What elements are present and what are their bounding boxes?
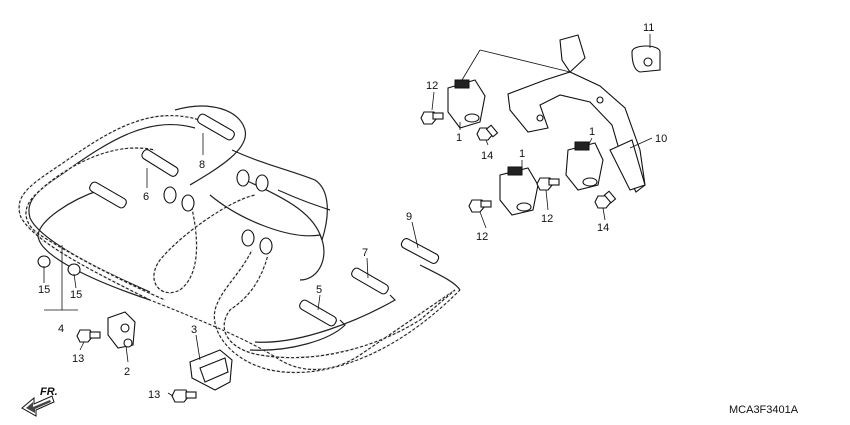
leader-lines bbox=[43, 34, 653, 397]
callout-13-a: 13 bbox=[72, 353, 84, 365]
ignition-coil-1-c bbox=[565, 141, 604, 191]
clamp-11 bbox=[631, 45, 661, 73]
bolt-12-c bbox=[536, 177, 560, 191]
bolt-12-b bbox=[468, 199, 492, 213]
callout-4: 4 bbox=[58, 323, 64, 335]
callout-2: 2 bbox=[124, 366, 130, 378]
callout-8: 8 bbox=[199, 159, 205, 171]
callout-5: 5 bbox=[316, 284, 322, 296]
callout-3: 3 bbox=[191, 324, 197, 336]
callout-14-b: 14 bbox=[597, 222, 609, 234]
diagram-code: MCA3F3401A bbox=[729, 404, 799, 416]
callout-15-a: 15 bbox=[38, 284, 50, 296]
bolt-12-a bbox=[420, 111, 444, 125]
ignition-coil-1-b bbox=[499, 166, 539, 216]
callout-15-b: 15 bbox=[70, 289, 82, 301]
bolt-13-a bbox=[76, 329, 101, 343]
coil-boots bbox=[163, 169, 273, 255]
bolt-14-a bbox=[476, 124, 499, 141]
callout-1-b: 1 bbox=[519, 148, 525, 160]
callout-1-a: 1 bbox=[456, 132, 462, 144]
callout-12-b: 12 bbox=[476, 231, 488, 243]
bracket-3 bbox=[189, 349, 233, 391]
ignition-coil-1-a bbox=[447, 79, 486, 129]
callout-12-c: 12 bbox=[541, 213, 553, 225]
bracket-2 bbox=[107, 311, 136, 349]
callout-7: 7 bbox=[362, 247, 368, 259]
callout-10: 10 bbox=[655, 133, 667, 145]
callout-1-c: 1 bbox=[589, 126, 595, 138]
wire-harness bbox=[18, 105, 461, 373]
coil-bracket-10 bbox=[507, 34, 646, 193]
direction-label: FR. bbox=[40, 386, 58, 398]
clip-15-a bbox=[37, 255, 51, 268]
plug-cap-left bbox=[89, 181, 127, 209]
callout-9: 9 bbox=[406, 211, 412, 223]
front-direction-arrow-icon bbox=[21, 395, 55, 417]
callout-14-a: 14 bbox=[481, 150, 493, 162]
bolt-13-b bbox=[171, 389, 197, 403]
plug-cap-8 bbox=[197, 113, 235, 141]
callout-12-a: 12 bbox=[426, 80, 438, 92]
plug-cap-7 bbox=[351, 267, 389, 295]
callouts: 8 6 9 7 5 3 2 13 13 4 15 15 12 1 14 1 1 … bbox=[38, 22, 799, 416]
callout-6: 6 bbox=[143, 191, 149, 203]
bolt-14-b bbox=[594, 190, 617, 209]
callout-11: 11 bbox=[643, 22, 654, 34]
plug-cap-6 bbox=[141, 149, 179, 177]
plug-cap-9 bbox=[400, 238, 440, 264]
clip-15-b bbox=[67, 263, 81, 276]
callout-13-b: 13 bbox=[148, 389, 160, 401]
plug-cap-5 bbox=[299, 299, 337, 327]
